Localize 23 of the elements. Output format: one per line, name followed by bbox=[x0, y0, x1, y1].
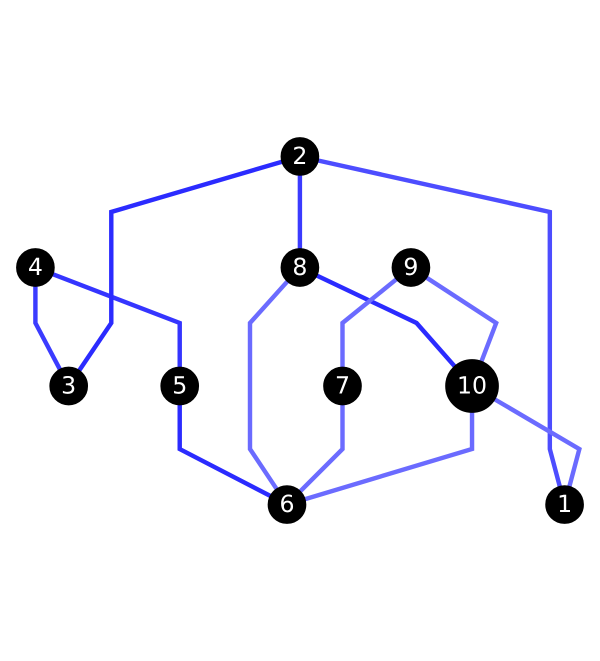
node-circle: 8 bbox=[280, 248, 320, 287]
connector bbox=[178, 404, 272, 498]
node-circle: 3 bbox=[49, 366, 88, 406]
connector bbox=[298, 404, 345, 493]
connector bbox=[304, 412, 474, 502]
node-circle: 4 bbox=[16, 248, 55, 287]
connector bbox=[33, 286, 62, 371]
node-circle: 9 bbox=[392, 248, 430, 287]
connector bbox=[493, 397, 582, 488]
connector bbox=[425, 276, 499, 362]
connector bbox=[318, 158, 562, 488]
node-circle: 10 bbox=[445, 359, 499, 413]
connector bbox=[77, 160, 283, 372]
connector bbox=[248, 280, 290, 490]
connector bbox=[298, 175, 302, 249]
node-circle: 1 bbox=[545, 485, 584, 524]
node-circle: 6 bbox=[268, 485, 306, 524]
node-circle: 2 bbox=[280, 137, 320, 176]
connector bbox=[340, 277, 398, 368]
node-circle: 7 bbox=[323, 366, 362, 406]
connector bbox=[316, 273, 456, 368]
node-circle: 5 bbox=[160, 366, 200, 406]
connector bbox=[52, 272, 182, 368]
